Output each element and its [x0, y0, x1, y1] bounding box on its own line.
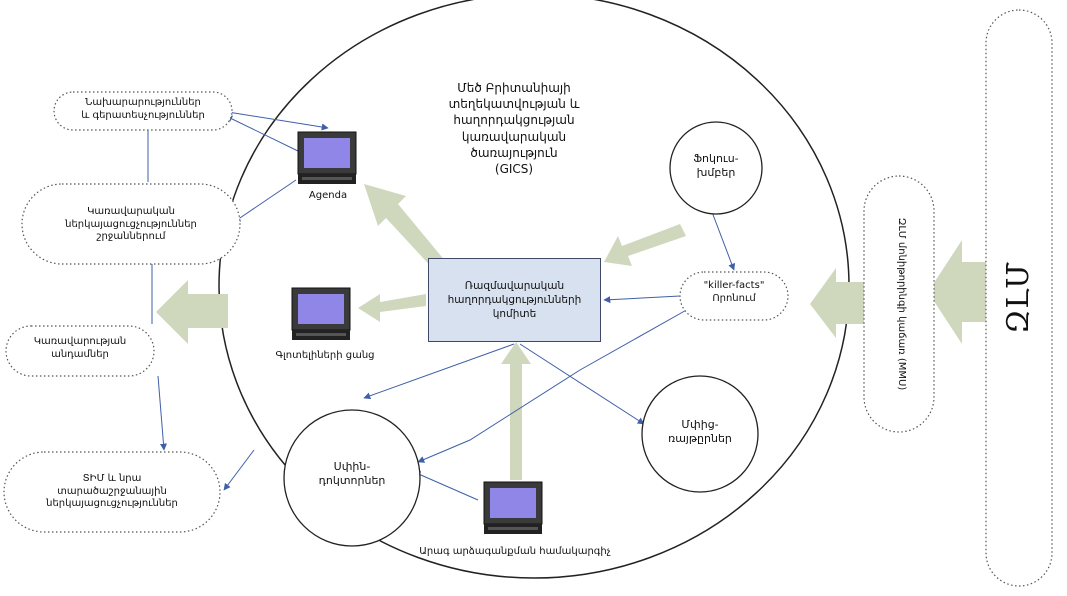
organization-title-line1: Մեծ Բրիտանիայի — [457, 81, 571, 95]
gov-reps-line2: ներկայացուցչություններ — [65, 218, 197, 230]
organization-title-line3: հաղորդակցության — [453, 113, 575, 128]
spin-doctors-circle — [283, 409, 421, 547]
arrow-ministries-to-agenda — [227, 111, 329, 131]
thick-arrow-to-agenda — [364, 184, 446, 272]
gov-reps-label: Կառավարական ներկայացուցչություններ շրջան… — [22, 206, 240, 244]
media-pill — [985, 9, 1053, 587]
dotted-shapes — [3, 9, 1053, 587]
quick-response-computer-icon — [483, 481, 543, 534]
organization-title-line4: կառավարական — [461, 129, 567, 144]
thick-arrow-from-media — [928, 240, 990, 344]
experts-line2: ռայթըրներ — [668, 431, 732, 445]
center-box-line3: կոմիտե — [492, 308, 537, 321]
organization-title-line6: (GICS) — [494, 161, 534, 176]
quick-response-label: Արագ արձագանքման համակարգիչ — [419, 546, 611, 557]
gov-reps-line1: Կառավարական — [87, 206, 175, 217]
thick-arrow-to-left-boxes — [156, 280, 228, 344]
embassies-line2: տարածաշրջանային — [57, 485, 167, 497]
focus-groups-line1: Ֆոկուս- — [693, 152, 739, 165]
arrow-killer-to-spin — [417, 307, 691, 463]
focus-groups-label: Ֆոկուս- խմբեր — [676, 152, 756, 180]
ministries-line1: Նախարարություններ — [85, 97, 201, 108]
organization-title: Մեծ Բրիտանիայի տեղեկատվության և հաղորդակ… — [404, 80, 624, 177]
gov-advisers-label: Կառավարության անդամներ — [6, 336, 154, 361]
thin-arrows — [147, 111, 736, 501]
arrow-agenda-to-ministries — [225, 115, 301, 153]
arrow-killer-to-center — [603, 295, 681, 304]
ministries-box — [53, 91, 233, 131]
embassies-label: ՏԻՄ և նրա տարածաշրջանային ներկայացուցչու… — [4, 473, 220, 511]
spin-doctors-line1: Սփին- — [333, 460, 371, 473]
focus-groups-circle — [669, 121, 763, 215]
agenda-label: Agenda — [308, 190, 348, 201]
gov-advisers-line2: անդամներ — [51, 348, 109, 360]
arrow-agenda-to-govreps — [233, 179, 297, 223]
experts-circle — [641, 375, 759, 493]
ministries-line2: և գերատեսչություններ — [81, 109, 205, 121]
killer-facts-line1: "killer-facts" — [703, 280, 765, 291]
thick-arrow-from-focus-groups — [604, 224, 686, 266]
arrow-quick-to-spin — [413, 471, 479, 501]
journalists-computer-icon — [291, 287, 351, 340]
strategic-communications-committee: Ռազմավարական հաղորդակցությունների կոմիտե — [428, 258, 601, 342]
organization-title-line5: ծառայություն — [470, 145, 558, 160]
killer-facts-label: "killer-facts" Որոնում — [680, 280, 788, 305]
thick-arrow-to-journalists — [358, 294, 426, 322]
arrow-advisers-to-embassies — [157, 375, 167, 451]
embassies-box — [3, 451, 221, 533]
arrow-spin-to-embassies — [223, 449, 255, 491]
focus-groups-line2: խմբեր — [696, 165, 736, 179]
media-label: ԶԼՄ — [1001, 261, 1036, 335]
spin-doctors-line2: դոկտորներ — [318, 473, 386, 487]
gov-advisers-line1: Կառավարության — [33, 336, 127, 347]
killer-facts-box — [679, 271, 789, 321]
organization-title-line2: տեղեկատվության և — [448, 97, 580, 112]
journalists-network-label: Գլոտելիների ցանց — [275, 350, 375, 361]
spin-doctors-label: Սփին- դոկտորներ — [302, 460, 402, 488]
center-box-line1: Ռազմավարական — [464, 279, 565, 292]
killer-facts-line2: Որոնում — [712, 292, 756, 304]
experts-line1: Մփից- — [681, 418, 719, 431]
ministries-label: Նախարարություններ և գերատեսչություններ — [54, 97, 232, 122]
embassies-line1: ՏԻՄ և նրա — [82, 473, 142, 484]
arrow-center-to-experts — [519, 343, 645, 425]
experts-label: Մփից- ռայթըրներ — [650, 418, 750, 446]
thick-arrow-from-mmu — [810, 268, 868, 338]
mmu-pill — [863, 175, 935, 433]
center-box-line2: հաղորդակցությունների — [447, 293, 582, 306]
gov-reps-box — [21, 183, 241, 265]
agenda-computer-icon — [297, 131, 357, 184]
embassies-line3: ներկայացուցչություններ — [46, 498, 178, 509]
gov-reps-line3: շրջաններում — [96, 231, 166, 242]
arrow-focus-to-killer — [711, 211, 736, 271]
gov-advisers-box — [5, 325, 155, 377]
arrow-center-to-spin-top — [363, 343, 515, 400]
mmu-label: ԶԼՄ մոնիթորինգի կաճառ (MMU) — [896, 217, 907, 391]
